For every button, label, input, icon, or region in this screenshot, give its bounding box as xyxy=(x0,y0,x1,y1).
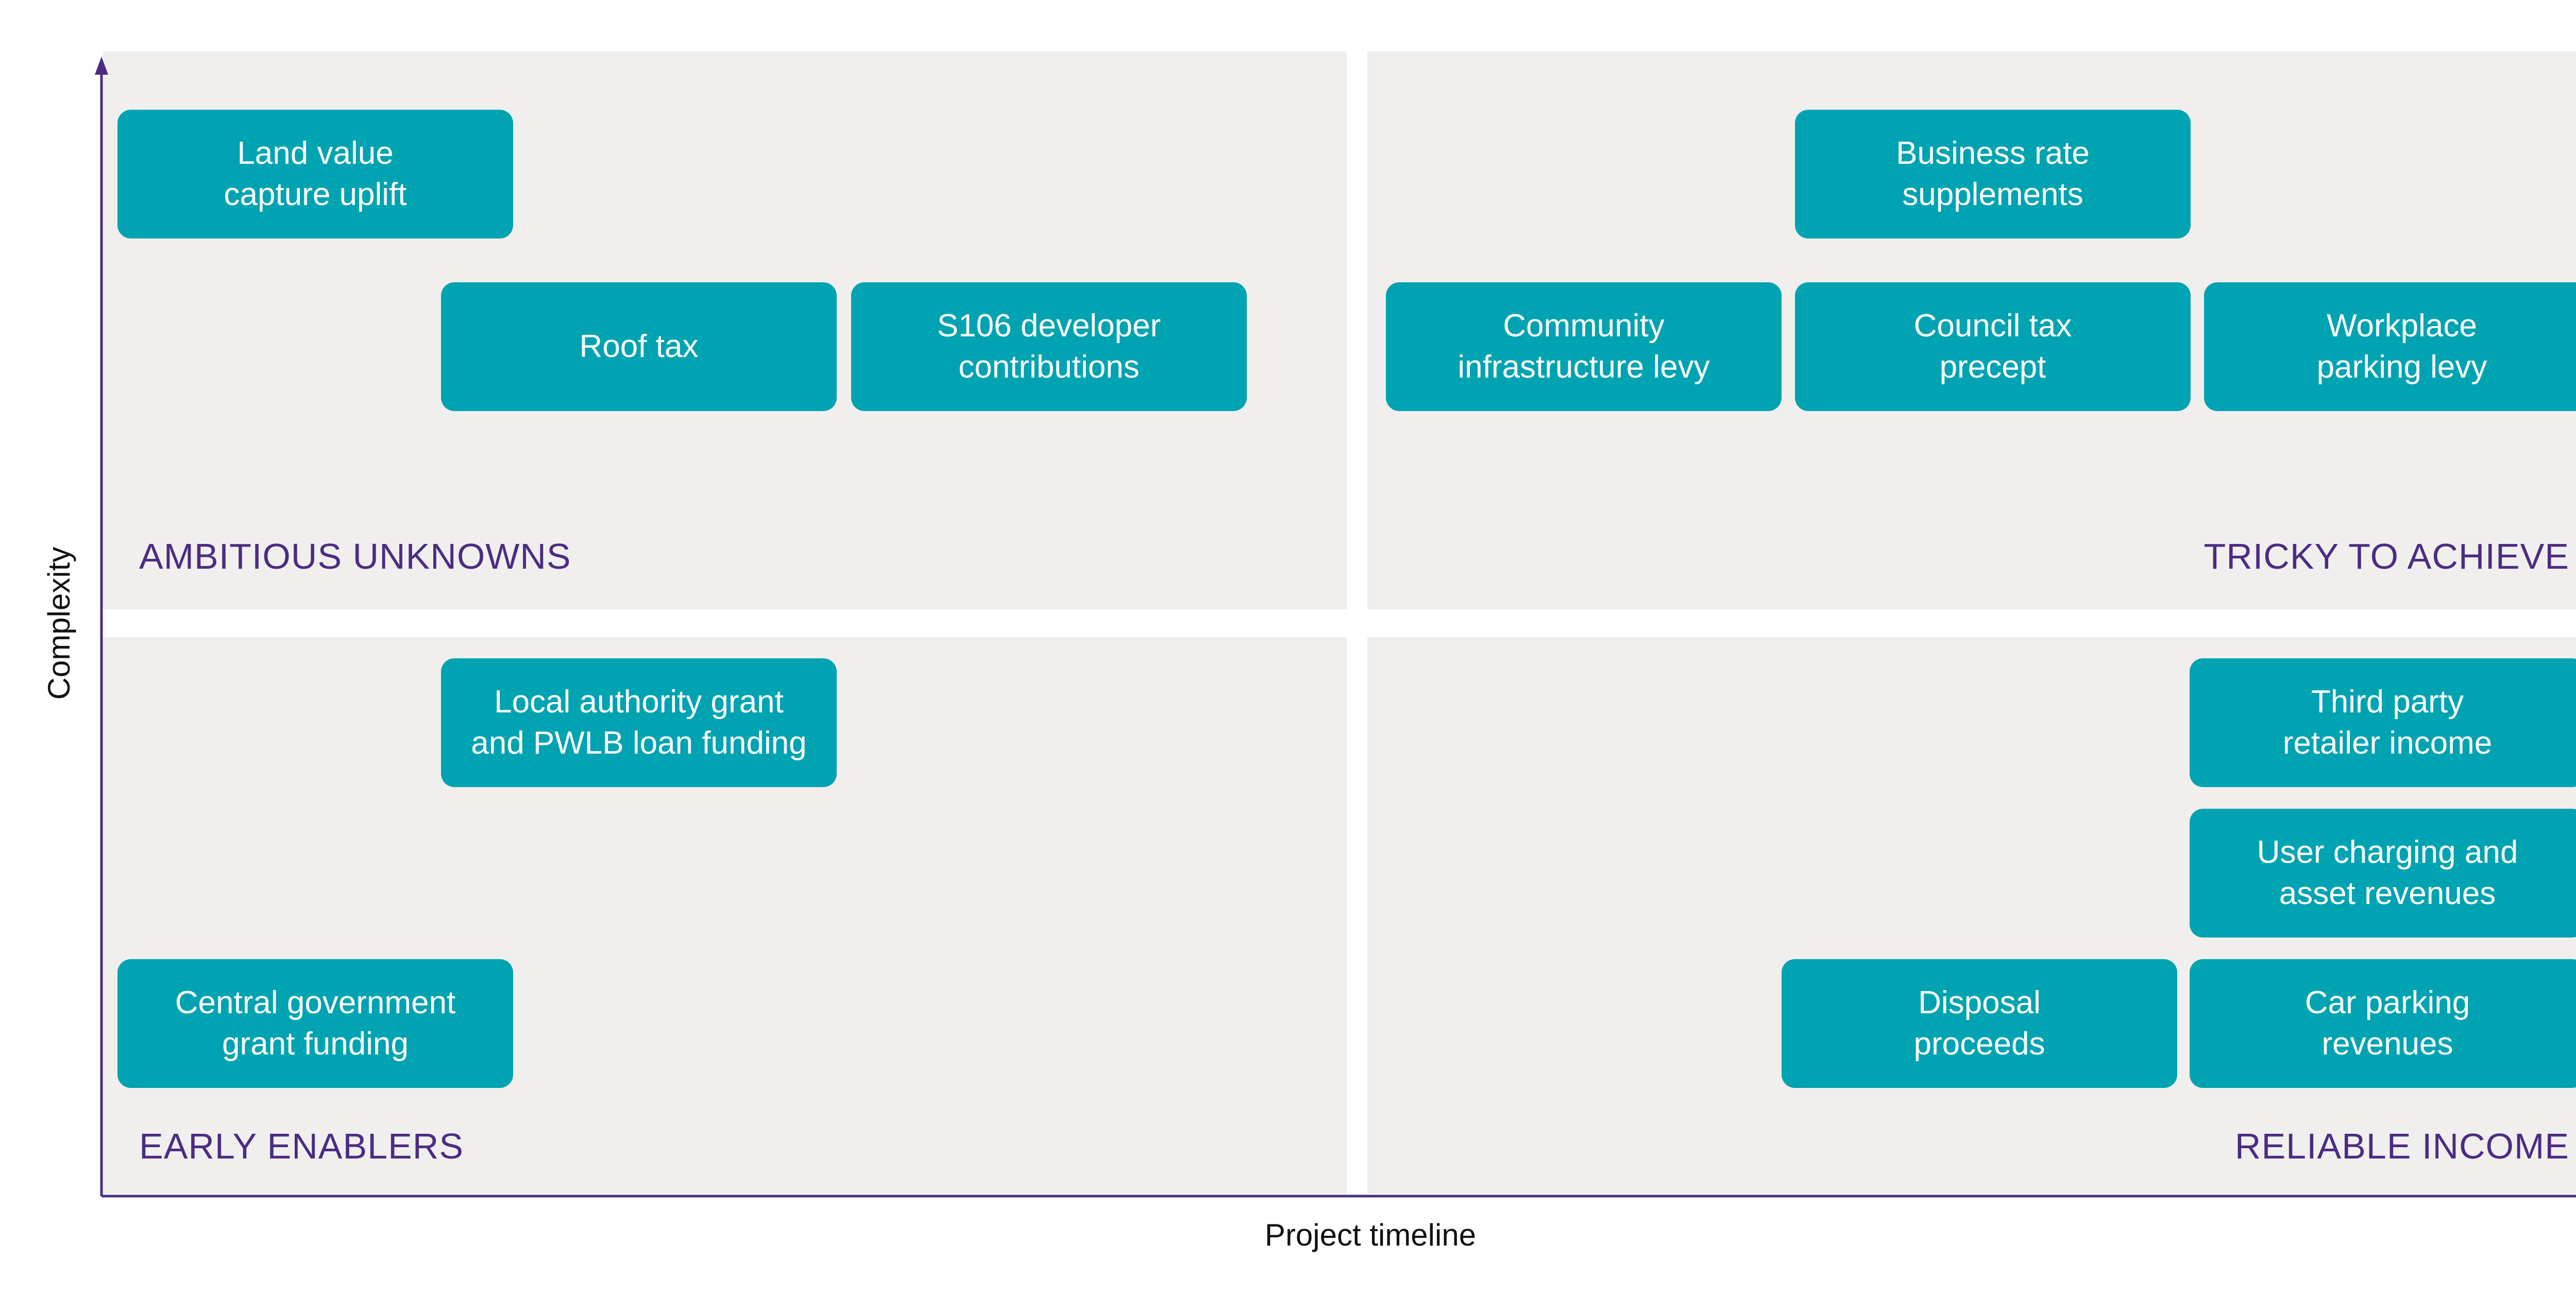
box-local-authority-grant: Local authority grant and PWLB loan fund… xyxy=(441,658,837,787)
box-s106-developer-contributions: S106 developer contributions xyxy=(851,282,1247,411)
box-disposal-proceeds: Disposal proceeds xyxy=(1782,959,2177,1088)
quadrant-label-ambitious-unknowns: AMBITIOUS UNKNOWNS xyxy=(139,536,571,576)
quadrant-label-reliable-income: RELIABLE INCOME xyxy=(2234,1126,2569,1166)
quadrant-label-tricky-to-achieve: TRICKY TO ACHIEVE xyxy=(2204,536,2569,576)
box-central-government-grant: Central government grant funding xyxy=(117,959,513,1088)
quadrant-label-early-enablers: EARLY ENABLERS xyxy=(139,1126,464,1166)
x-axis-label: Project timeline xyxy=(1264,1218,1477,1252)
box-user-charging-asset-revenues: User charging and asset revenues xyxy=(2190,809,2576,938)
box-workplace-parking-levy: Workplace parking levy xyxy=(2204,282,2576,411)
y-axis-label: Complexity xyxy=(42,547,76,700)
y-axis-arrowhead xyxy=(95,57,108,75)
box-community-infrastructure-levy: Community infrastructure levy xyxy=(1386,282,1782,411)
box-roof-tax: Roof tax xyxy=(441,282,837,411)
box-business-rate-supplements: Business rate supplements xyxy=(1795,110,2191,238)
box-third-party-retailer-income: Third party retailer income xyxy=(2190,658,2576,787)
box-car-parking-revenues: Car parking revenues xyxy=(2190,959,2576,1088)
box-land-value-capture-uplift: Land value capture uplift xyxy=(117,110,513,238)
box-council-tax-precept: Council tax precept xyxy=(1795,282,2191,411)
